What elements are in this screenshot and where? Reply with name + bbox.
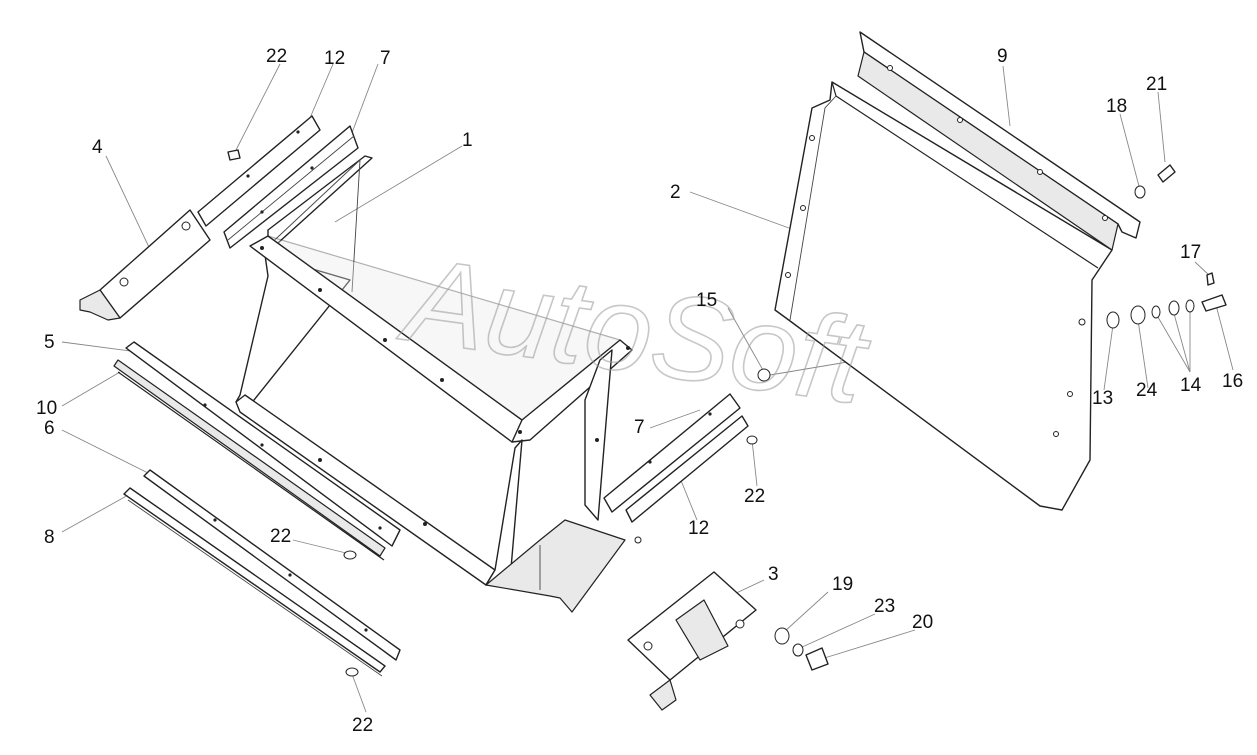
callout-17: 17 (1180, 242, 1201, 263)
pin-17 (1206, 272, 1215, 286)
bolt-22-mid (343, 550, 357, 560)
callout-4: 4 (92, 137, 103, 158)
callout-9: 9 (997, 46, 1008, 67)
bolt-20 (805, 647, 829, 671)
callout-24: 24 (1136, 380, 1158, 401)
washer-23 (792, 643, 804, 657)
callout-22-bottom: 22 (352, 715, 373, 736)
callout-12-right: 12 (688, 518, 709, 539)
washer-24 (1130, 305, 1146, 325)
callout-18: 18 (1106, 96, 1127, 117)
fasteners (227, 149, 1227, 677)
callout-3: 3 (768, 564, 779, 585)
bolt-21 (1157, 164, 1176, 183)
callout-7-right: 7 (634, 417, 645, 438)
callout-1: 1 (462, 130, 473, 151)
part-7-top-angle (223, 125, 359, 249)
part-7-right-angle (603, 393, 741, 513)
callout-labels: 1 2 3 4 5 6 7 7 8 9 10 12 12 13 14 15 16… (36, 46, 1243, 736)
part-10-strip (113, 359, 386, 561)
washer-13 (1106, 311, 1120, 329)
callout-21: 21 (1146, 74, 1167, 95)
part-6-strip (143, 469, 401, 661)
callout-22-top: 22 (266, 46, 287, 67)
washer-14c (1185, 299, 1195, 313)
callout-8: 8 (44, 527, 55, 548)
callout-12-top: 12 (324, 48, 345, 69)
callout-6: 6 (44, 418, 55, 439)
callout-15: 15 (696, 290, 717, 311)
washer-14b (1168, 300, 1180, 316)
callout-19: 19 (832, 574, 853, 595)
nut-18 (1134, 185, 1146, 199)
part-8-strip (123, 487, 386, 677)
bolt-16 (1201, 294, 1227, 312)
callout-22-right: 22 (744, 486, 765, 507)
washer-19 (774, 627, 790, 645)
bolt-22-bottom (345, 667, 359, 677)
part-12-right-strip (625, 415, 749, 523)
part-9-strip (857, 31, 1141, 251)
callout-2: 2 (670, 182, 681, 203)
part-12-top-strip (197, 115, 321, 227)
part-1-frame (235, 155, 642, 613)
bolt-22-top (227, 149, 241, 161)
callout-10: 10 (36, 398, 57, 419)
part-5-strip (125, 341, 401, 547)
callout-7-top: 7 (380, 48, 391, 69)
callout-23: 23 (874, 596, 895, 617)
part-2-panel (774, 81, 1113, 511)
part-4-bracket (79, 209, 211, 321)
callout-5: 5 (44, 332, 55, 353)
callout-20: 20 (912, 612, 933, 633)
bolt-22-right (746, 435, 758, 445)
callout-13: 13 (1092, 388, 1113, 409)
washer-15 (757, 368, 771, 382)
part-3-bracket (627, 571, 757, 711)
callout-16: 16 (1222, 371, 1243, 392)
callout-14: 14 (1180, 375, 1202, 396)
callout-22-mid: 22 (270, 526, 291, 547)
washer-14a (1151, 305, 1161, 319)
